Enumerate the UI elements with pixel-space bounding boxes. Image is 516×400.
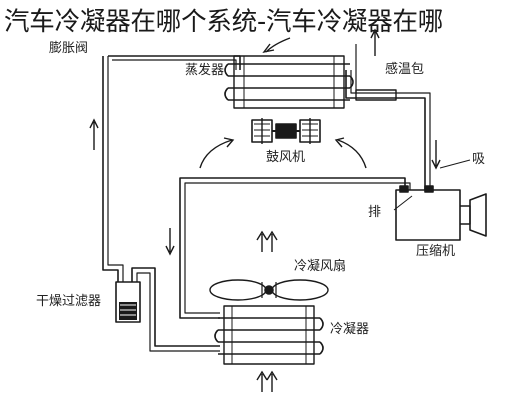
arrow-up-left-pipe [89, 118, 99, 150]
condenser-coil [214, 305, 324, 365]
evaporator-coil [224, 55, 354, 109]
valve-to-evaporator-pipe-inner [112, 59, 237, 70]
page-title: 汽车冷凝器在哪个系统-汽车冷凝器在哪 [4, 7, 444, 37]
airflow-arrow-right [334, 137, 367, 169]
label-receiver-drier: 干燥过滤器 [36, 294, 102, 309]
flow-arrows [89, 28, 441, 392]
suction-line-pipe [345, 70, 426, 190]
discharge-line-pipe-inner [184, 182, 411, 314]
label-blower: 鼓风机 [266, 150, 306, 165]
liquid-line-pipe [102, 56, 119, 282]
label-condenser-fan: 冷凝风扇 [294, 259, 347, 274]
label-compressor: 压缩机 [416, 244, 456, 259]
liquid-line-pipe-inner [107, 56, 124, 282]
airflow-arrow-evap-top [262, 37, 291, 54]
label-temp-sensing-bulb: 感温包 [385, 62, 425, 77]
condenser-fan [209, 279, 329, 301]
temp-sensing-bulb [355, 89, 397, 101]
discharge-line-pipe [179, 177, 406, 319]
label-evaporator: 蒸发器 [185, 63, 225, 78]
airflow-arrow-left [199, 137, 235, 169]
airflow-arrow-bottom [256, 370, 268, 392]
receiver-drier [115, 281, 141, 323]
suction-line-pipe-inner [350, 70, 431, 190]
leader-lines [393, 159, 471, 211]
airflow-arrow-up-fan-2 [266, 230, 278, 252]
compressor [395, 185, 487, 241]
label-discharge: 排 [368, 205, 382, 220]
label-suction: 吸 [472, 152, 486, 167]
drier-to-condenser-pipe [131, 267, 220, 347]
airflow-arrow-up-fan [256, 230, 268, 252]
arrow-down-discharge [165, 228, 175, 256]
label-condenser: 冷凝器 [330, 322, 370, 337]
blower [251, 118, 321, 144]
label-expansion-valve: 膨胀阀 [49, 41, 89, 56]
drier-to-condenser-pipe-inner [136, 272, 220, 352]
arrow-up-bulb [370, 28, 380, 56]
airflow-arrow-bottom-2 [266, 370, 278, 392]
arrow-down-suction [431, 140, 441, 170]
